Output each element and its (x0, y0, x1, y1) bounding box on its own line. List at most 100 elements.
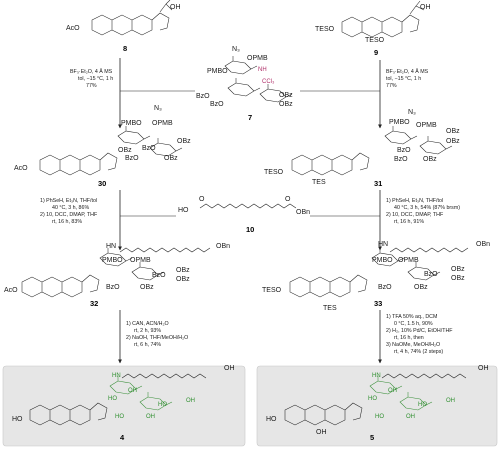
cond-step1-left-1: tol, −15 °C, 1 h (78, 76, 113, 82)
ho-label-5b: HO (418, 402, 427, 408)
cond-step3-right-2: 2) H₂, 10% Pd/C, EtOH/THF (386, 328, 453, 334)
arrow-step2-right: 1) PhSeH, Et₃N, THF/tol 40 °C, 3 h, 54% … (310, 190, 460, 251)
arrow-step1-right: BF₃·Et₂O, 4 Å MS tol, −15 °C, 1 h 77% (300, 60, 429, 129)
product-5-panel: HO HN OH HO OH HO OH HO OH OH 5 (256, 365, 498, 447)
o-label-10a: O (199, 196, 205, 203)
compound-10-structure: HO OBn O O 10 (178, 196, 310, 234)
compound-10-label: 10 (246, 225, 254, 234)
ho-label-5c: HO (375, 414, 384, 420)
o-label-10b: O (285, 196, 291, 203)
aco-label-30: AcO (14, 165, 28, 172)
arrow-step3-left: 1) CAN, ACN/H₂O rt, 2 h, 93% 2) NaOH, TH… (118, 310, 188, 364)
cond-step2-left-0: 1) PhSeH, Et₃N, THF/tol (40, 198, 97, 204)
bzo-label-32a: BzO (152, 272, 166, 279)
ho-label-4c: HO (115, 414, 124, 420)
nh-label-7: NH (258, 67, 267, 73)
cond-step2-right-1: 40 °C, 3 h, 54% (87% brsm) (394, 205, 460, 211)
cond-step2-right-2: 2) 10, DCC, DMAP, THF (386, 212, 444, 218)
bzo-label-7b: BzO (210, 101, 224, 108)
bzo-label-32b: BzO (106, 284, 120, 291)
oh-label-5-core: OH (316, 429, 327, 436)
compound-33-structure: TESO TES HN PMBO OPMB OBn BzO OBz OBz Bz… (262, 241, 490, 312)
obz-label-33a: OBz (451, 266, 465, 273)
compound-7-structure: N₃ OPMB PMBO NH CCl₃ BzO BzO OBz OBz 7 (196, 46, 293, 122)
oh-label-4-acid: OH (224, 365, 235, 372)
compound-31-structure: TESO TES N₃ PMBO OPMB OBz OBz BzO BzO OB… (264, 109, 460, 188)
compound-32-structure: AcO HN PMBO OPMB OBn BzO OBz OBz BzO OBz… (4, 243, 230, 308)
cond-step1-right-0: BF₃·Et₂O, 4 Å MS (386, 68, 429, 75)
teso-label-31: TESO (264, 169, 284, 176)
cond-step3-right-4: 3) NaOMe, MeOH/H₂O (386, 342, 440, 348)
pmbo-label-30: PMBO (121, 120, 142, 127)
opmb-label-33: OPMB (398, 257, 419, 264)
oh-label-5b: OH (446, 398, 455, 404)
compound-9-structure: TESO OH TESO 9 (315, 0, 431, 57)
aco-label-8: AcO (66, 25, 80, 32)
ccl3-label-7: CCl₃ (262, 79, 275, 85)
bzo-label-31b: BzO (394, 156, 408, 163)
oh-label-9: OH (420, 4, 431, 11)
cond-step1-left-2: 77% (86, 83, 97, 89)
bzo-label-33a: BzO (424, 271, 438, 278)
opmb-label-30: OPMB (152, 120, 173, 127)
compound-32-label: 32 (90, 299, 98, 308)
arrow-step2-left: 1) PhSeH, Et₃N, THF/tol 40 °C, 3 h, 86% … (40, 190, 176, 251)
bzo-label-30b: BzO (125, 155, 139, 162)
obz-label-32a: OBz (176, 267, 190, 274)
cond-step2-left-1: 40 °C, 3 h, 86% (52, 205, 89, 211)
compound-9-label: 9 (374, 48, 378, 57)
cond-step2-left-3: rt, 16 h, 83% (52, 219, 82, 225)
compound-33-label: 33 (374, 299, 382, 308)
arrow-step1-left: BF₃·Et₂O, 4 Å MS tol, −15 °C, 1 h 77% (70, 58, 195, 129)
cond-step3-right-5: rt, 4 h, 74% (2 steps) (394, 349, 443, 355)
compound-30-label: 30 (98, 179, 106, 188)
opmb-label-32: OPMB (130, 257, 151, 264)
obz-label-30b: OBz (177, 138, 191, 145)
obz-label-33c: OBz (414, 284, 428, 291)
ho-label-4b: HO (158, 402, 167, 408)
obn-label-33: OBn (476, 241, 490, 248)
compound-4-label: 4 (120, 433, 125, 442)
teso-label-9a: TESO (315, 26, 335, 33)
obz-label-31b: OBz (446, 138, 460, 145)
ho-label-5a: HO (368, 396, 377, 402)
pmbo-label-7: PMBO (207, 68, 228, 75)
cond-step3-left-0: 1) CAN, ACN/H₂O (126, 321, 169, 327)
compound-5-label: 5 (370, 433, 374, 442)
oh-label-4b: OH (186, 398, 195, 404)
opmb-label-31: OPMB (416, 122, 437, 129)
cond-step3-right-3: rt, 16 h, then (394, 335, 424, 341)
pmbo-label-33: PMBO (372, 257, 393, 264)
hn-label-32: HN (106, 243, 116, 250)
cond-step1-right-1: tol, −15 °C, 1 h (386, 76, 421, 82)
compound-7-label: 7 (248, 113, 252, 122)
oh-label-4c: OH (146, 414, 155, 420)
obz-label-30a: OBz (118, 147, 132, 154)
obn-label-32: OBn (216, 243, 230, 250)
cond-step1-left-0: BF₃·Et₂O, 4 Å MS (70, 68, 113, 75)
teso-label-9b: TESO (365, 37, 385, 44)
hn-label-5: HN (372, 373, 381, 379)
cond-step2-right-3: rt, 16 h, 91% (394, 219, 424, 225)
aco-label-32: AcO (4, 287, 18, 294)
obz-label-7a: OBz (279, 92, 293, 99)
oh-label-5c: OH (406, 414, 415, 420)
product-4-panel: HO HN OH HO OH HO OH HO OH 4 (2, 365, 246, 447)
cond-step3-right-0: 1) TFA 50% aq., DCM (386, 314, 437, 320)
obz-label-32c: OBz (140, 284, 154, 291)
opmb-label-7: OPMB (247, 55, 268, 62)
bzo-label-31a: BzO (397, 147, 411, 154)
ho-label-4: HO (12, 416, 23, 423)
hn-label-33: HN (378, 241, 388, 248)
cond-step2-right-0: 1) PhSeH, Et₃N, THF/tol (386, 198, 443, 204)
oh-label-8: OH (170, 4, 181, 11)
ho-label-4a: HO (108, 396, 117, 402)
oh-label-4a: OH (128, 388, 137, 394)
oh-label-5a: OH (388, 388, 397, 394)
obz-label-30c: OBz (164, 155, 178, 162)
bzo-label-7a: BzO (196, 93, 210, 100)
compound-8-structure: AcO OH 8 (66, 0, 181, 53)
tes-label-31: TES (312, 179, 326, 186)
